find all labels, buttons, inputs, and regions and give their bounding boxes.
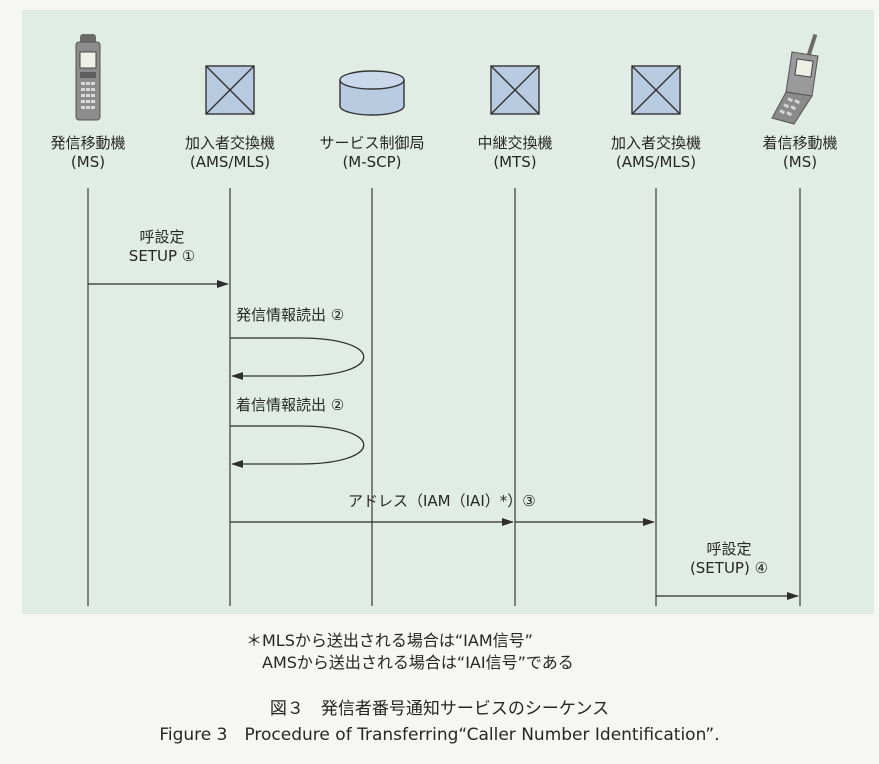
entity-code: (MS)	[782, 153, 818, 171]
entity-label-ams-2: 加入者交換機 (AMS/MLS)	[586, 134, 726, 172]
entity-name: 発信移動機	[50, 134, 126, 152]
footnote-iam: ＊MLSから送出される場合は“IAM信号”	[246, 631, 533, 650]
message-label-setup-1: 呼設定 SETUP ①	[112, 228, 212, 266]
message-text: 発信情報読出 ②	[236, 306, 345, 324]
flip-phone-icon	[771, 33, 819, 125]
entity-code: (M-SCP)	[342, 153, 402, 171]
entity-label-mts: 中継交換機 (MTS)	[445, 134, 585, 172]
entity-code: (MTS)	[493, 153, 537, 171]
message-text: 呼設定	[706, 540, 752, 558]
message-label-address: アドレス（IAM（IAI）*）③	[348, 492, 536, 511]
entity-label-ms-callee: 着信移動機 (MS)	[735, 134, 865, 172]
entity-code: (MS)	[70, 153, 106, 171]
diagram-panel	[22, 10, 874, 614]
entity-name: 着信移動機	[762, 134, 838, 152]
message-loop-caller-info	[230, 337, 365, 380]
entity-name: サービス制御局	[319, 134, 425, 152]
entity-code: (AMS/MLS)	[615, 153, 697, 171]
exchange-box-icon	[205, 65, 255, 115]
message-loop-callee-info	[230, 425, 365, 468]
message-text: SETUP ①	[128, 247, 196, 265]
entity-code: (AMS/MLS)	[189, 153, 271, 171]
message-text: 呼設定	[139, 228, 185, 246]
message-text: (SETUP) ④	[689, 559, 769, 577]
entity-label-mscp: サービス制御局 (M-SCP)	[302, 134, 442, 172]
message-label-setup-2: 呼設定 (SETUP) ④	[664, 540, 794, 578]
entity-name: 中継交換機	[477, 134, 553, 152]
entity-name: 加入者交換機	[610, 134, 701, 152]
entity-name: 加入者交換機	[184, 134, 275, 152]
message-label-callee-info: 着信情報読出 ②	[236, 396, 344, 415]
database-cylinder-icon	[339, 70, 405, 116]
exchange-box-icon	[631, 65, 681, 115]
entity-label-ms-caller: 発信移動機 (MS)	[28, 134, 148, 172]
lifelines	[87, 188, 801, 606]
message-text: アドレス（IAM（IAI）*）③	[348, 492, 536, 510]
message-text: 着信情報読出 ②	[236, 396, 345, 414]
caption-english: Figure 3 Procedure of Transferring“Calle…	[159, 725, 720, 745]
message-label-caller-info: 発信情報読出 ②	[236, 306, 344, 325]
entity-label-ams-1: 加入者交換機 (AMS/MLS)	[160, 134, 300, 172]
footnote-iai: AMSから送出される場合は“IAI信号”である	[262, 653, 574, 672]
exchange-box-icon	[490, 65, 540, 115]
caption-japanese: 図３ 発信者番号通知サービスのシーケンス	[269, 699, 610, 719]
mobile-phone-icon	[75, 34, 101, 121]
